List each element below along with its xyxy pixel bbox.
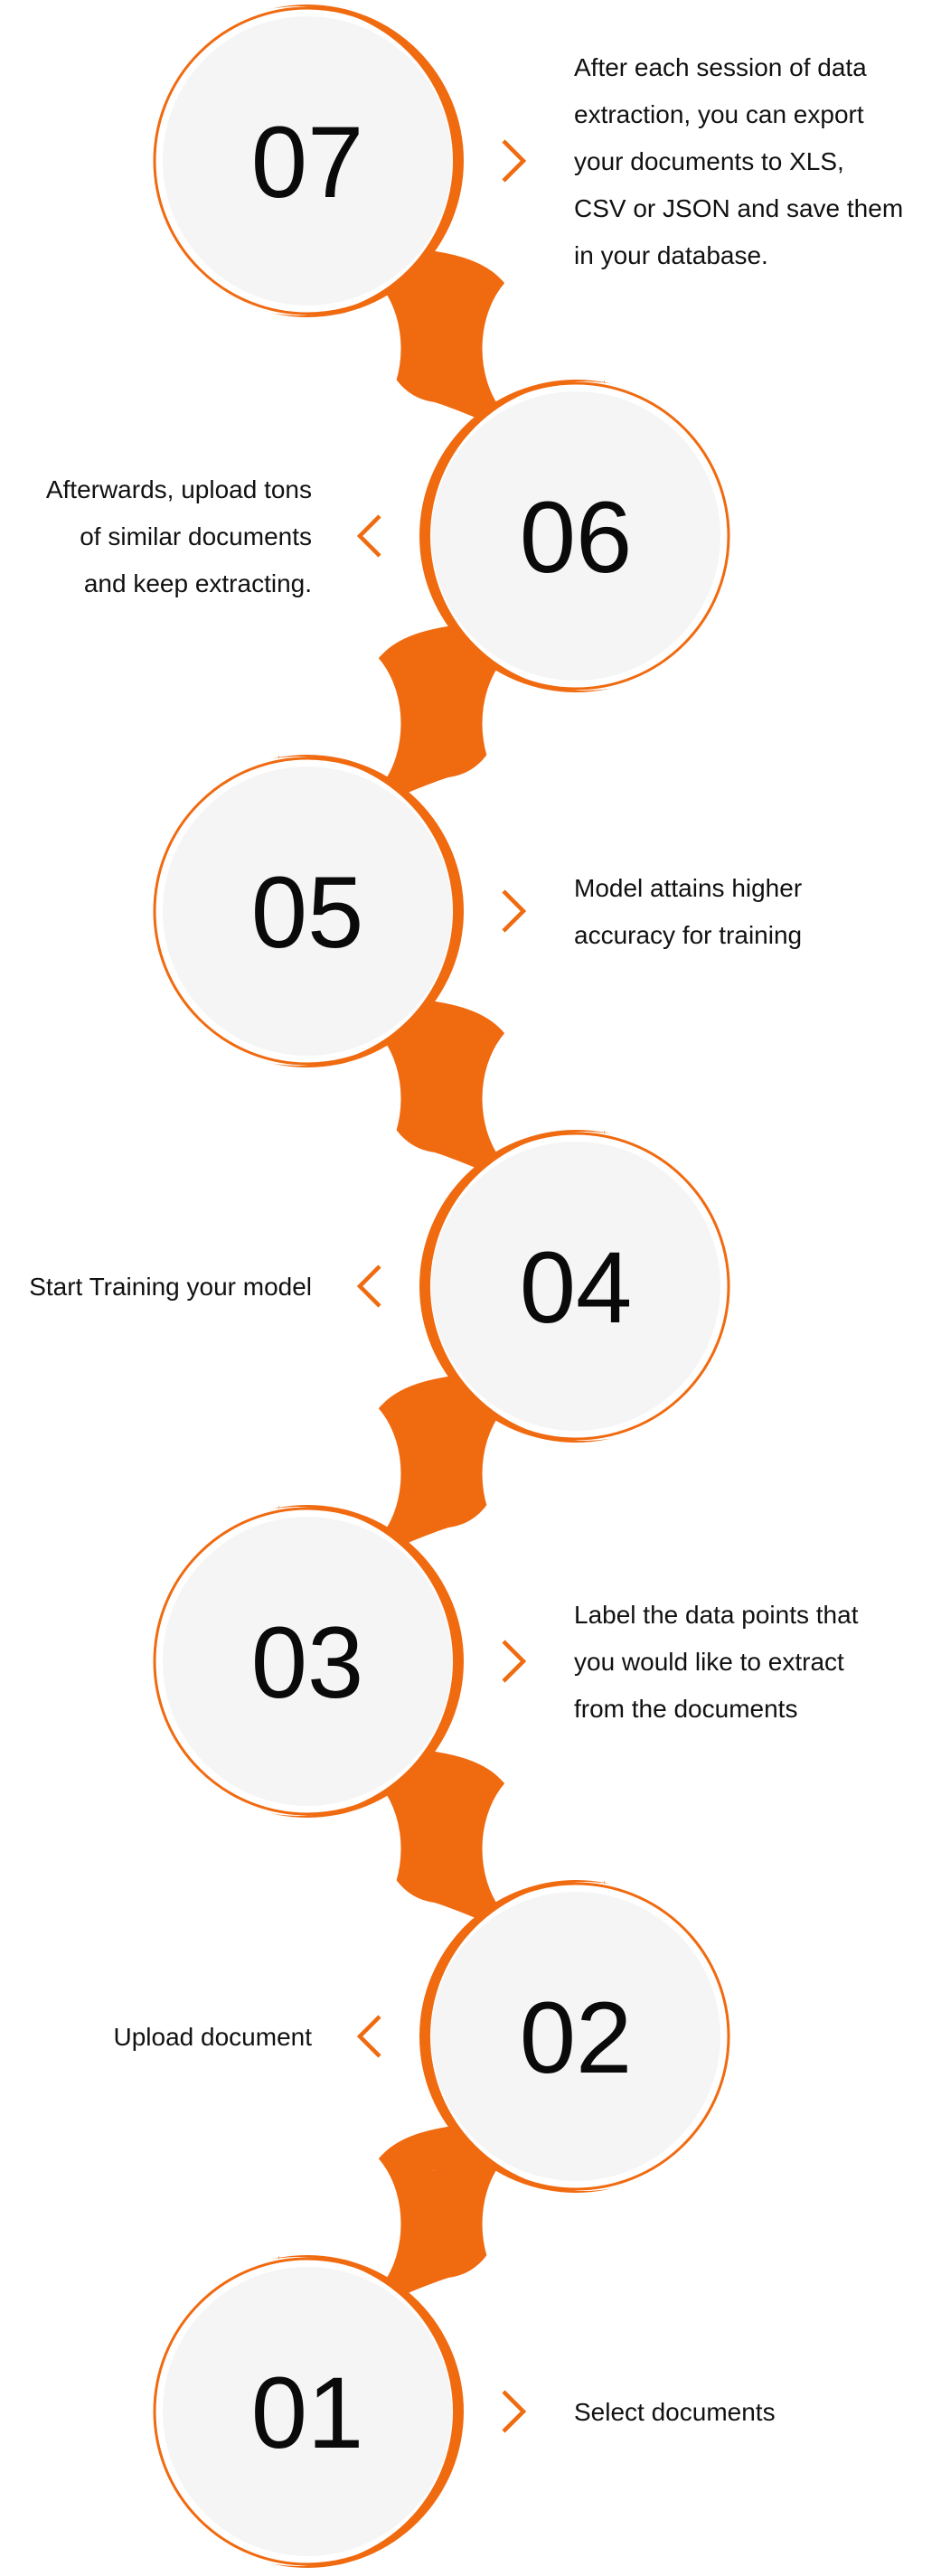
step-outline xyxy=(421,1132,730,1441)
step-07: 07 After each session of data extraction, … xyxy=(144,5,903,317)
step-description-line: of similar documents xyxy=(80,522,312,550)
step-number: 04 xyxy=(520,1231,633,1344)
step-description: Upload document xyxy=(114,2023,313,2051)
step-circle xyxy=(431,391,720,681)
step-description-line: and keep extracting. xyxy=(84,569,312,597)
step-description: Select documents xyxy=(574,2398,776,2426)
step-description: Model attains higher accuracy for trainin… xyxy=(574,874,802,949)
step-outline xyxy=(153,1507,462,1816)
chevron-right-icon xyxy=(502,889,527,933)
chevron-left-icon xyxy=(356,1264,381,1308)
step-description: Afterwards, upload tons of similar docume… xyxy=(46,475,312,597)
step-circle xyxy=(163,766,452,1056)
step-description-line: you would like to extract xyxy=(574,1648,844,1676)
step-list: 07 After each session of data extraction, … xyxy=(29,5,903,2568)
step-description-line: Start Training your model xyxy=(29,1273,312,1301)
step-description: Start Training your model xyxy=(29,1273,312,1301)
chevron-right-icon xyxy=(502,1640,527,1683)
step-circle xyxy=(431,1892,720,2181)
step-number: 07 xyxy=(251,106,364,219)
step-description-line: Afterwards, upload tons xyxy=(46,475,312,503)
step-number: 01 xyxy=(251,2356,364,2469)
chevron-left-icon xyxy=(356,514,381,558)
step-circle xyxy=(163,2267,452,2556)
step-06: 06 Afterwards, upload tons of similar docu… xyxy=(46,380,739,692)
step-description-line: Model attains higher xyxy=(574,874,802,902)
step-04: 04 Start Training your model xyxy=(29,1130,739,1443)
step-number: 05 xyxy=(251,856,364,969)
step-outline xyxy=(153,757,462,1066)
chevron-right-icon xyxy=(502,2390,527,2433)
step-description-line: from the documents xyxy=(574,1695,797,1723)
step-description-line: extraction, you can export xyxy=(574,100,864,128)
step-description-line: CSV or JSON and save them xyxy=(574,194,903,222)
step-description-line: your documents to XLS, xyxy=(574,147,844,175)
step-number: 03 xyxy=(251,1606,364,1719)
step-description: After each session of data extraction, yo… xyxy=(574,53,903,269)
step-number: 02 xyxy=(520,1981,633,2094)
step-01: 01 Select documents xyxy=(144,2255,776,2568)
step-description: Label the data points that you would like… xyxy=(574,1601,859,1723)
step-description-line: Upload document xyxy=(114,2023,313,2051)
step-description-line: in your database. xyxy=(574,241,768,269)
step-02: 02 Upload document xyxy=(114,1880,739,2193)
chevron-right-icon xyxy=(502,139,527,183)
step-circle xyxy=(163,16,452,306)
step-03: 03 Label the data points that you would li… xyxy=(144,1505,859,1818)
step-connectors xyxy=(274,244,609,2328)
step-outline xyxy=(153,2257,462,2566)
step-description-line: accuracy for training xyxy=(574,921,802,949)
step-circle xyxy=(163,1517,452,1806)
step-05: 05 Model attains higher accuracy for train… xyxy=(144,755,802,1067)
step-circle xyxy=(431,1142,720,1431)
step-outline xyxy=(421,381,730,691)
step-description-line: After each session of data xyxy=(574,53,867,81)
step-outline xyxy=(153,6,462,315)
step-number: 06 xyxy=(520,481,633,594)
step-description-line: Label the data points that xyxy=(574,1601,859,1629)
step-description-line: Select documents xyxy=(574,2398,776,2426)
chevron-left-icon xyxy=(356,2015,381,2058)
step-outline xyxy=(421,1882,730,2191)
